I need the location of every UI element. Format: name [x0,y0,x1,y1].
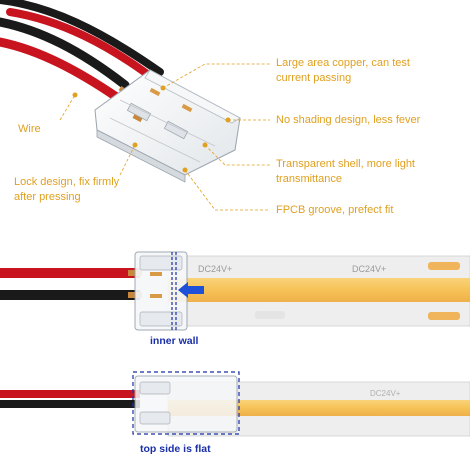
leader-lock [119,144,136,176]
mid-red-wire [0,268,140,278]
callout-copper-line1: Large area copper, can test [276,57,410,69]
mid-copper-pad-2 [428,262,460,270]
callout-lock-line2: after pressing [14,191,81,203]
top-black-wire [0,17,130,90]
mid-strip-mark [255,311,285,319]
middle-photo [0,251,470,332]
bottom-led-light [168,400,470,416]
leader-wire [59,94,76,121]
leader-copper-dot [160,85,166,91]
bottom-shell-tab-2 [139,411,171,425]
callout-shading: No shading design, less fever [276,114,421,126]
top-copper-pin-1 [149,87,161,97]
bottom-black-wire [0,400,140,408]
strip1-text-b: DC24V+ [352,264,386,274]
top-shell-latch-2 [163,120,189,140]
callout-shell: Transparent shell, more light transmitta… [276,157,415,187]
bottom-flat-top-box [132,371,240,435]
mid-pin-1 [150,272,162,276]
strip2-text: DC24V+ [370,389,401,398]
leader-shell-dot [202,142,208,148]
leader-lock-dot [132,142,138,148]
mid-copper-pad-1 [428,312,460,320]
top-black-wire-2 [0,0,164,76]
leader-shading-dot [225,117,231,123]
callout-lock: Lock design, fix firmly after pressing [14,175,119,205]
callout-copper: Large area copper, can test current pass… [276,56,410,86]
label-inner-wall: inner wall [150,335,199,347]
mid-pin-2 [150,294,162,298]
label-top-flat: top side is flat [140,443,211,455]
callout-copper-line2: current passing [276,72,352,84]
mid-led-light [168,278,470,302]
top-copper-pin-2 [181,103,193,113]
mid-black-wire [0,290,140,300]
callout-groove: FPCB groove, prefect fit [276,204,394,216]
bottom-shell-tab [139,381,171,395]
callout-shell-line2: transmittance [276,173,343,185]
top-connector-illustration [0,0,241,183]
leader-copper [162,63,270,89]
bottom-red-wire [0,390,140,398]
leader-groove-dot [182,167,188,173]
leader-groove [184,169,270,211]
strip1-text-a: DC24V+ [198,264,232,274]
callout-shell-line1: Transparent shell, more light [276,158,415,170]
top-shell-top-face [144,69,241,124]
leader-wire-dot [72,92,78,98]
top-shell-latch-1 [126,102,152,122]
top-shell-bottom-edge [96,129,186,183]
top-red-wire [0,37,123,103]
callout-wire: Wire [18,123,41,135]
callout-lock-line1: Lock design, fix firmly [14,176,120,188]
bottom-photo [0,371,470,437]
top-shell-seam-2 [119,99,216,147]
top-red-wire-2 [6,8,162,86]
top-shell-seam [109,117,201,163]
top-copper-pin-3 [132,114,143,123]
callout-leaders [59,63,270,211]
mid-inner-wall-arrow [178,282,204,298]
